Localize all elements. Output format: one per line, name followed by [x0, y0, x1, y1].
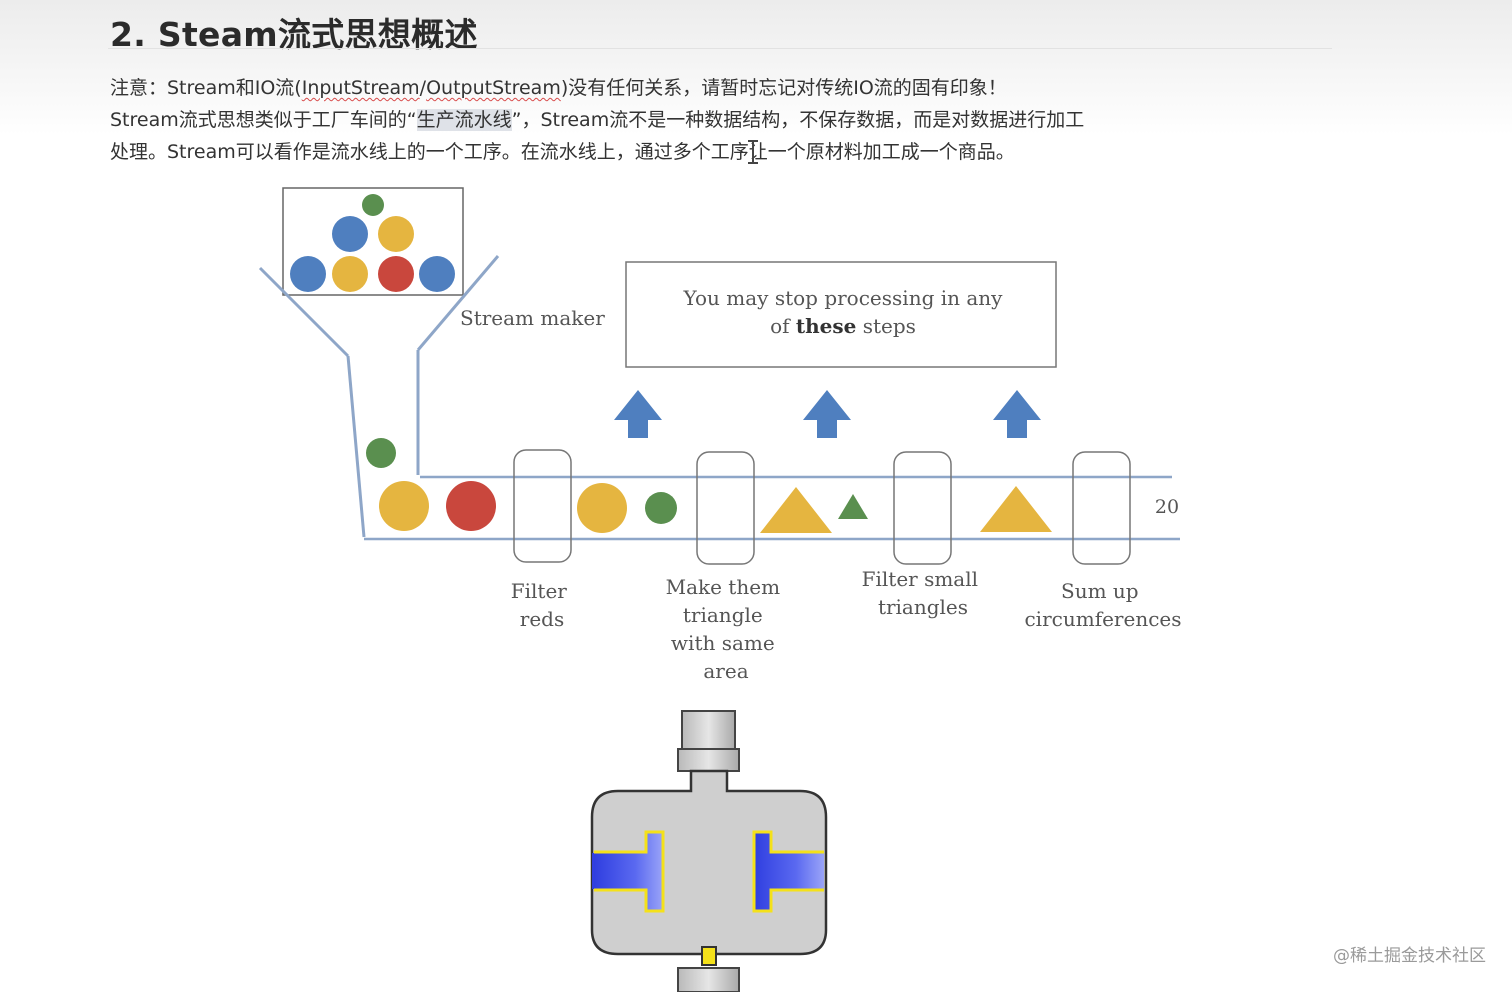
- red-ball: [378, 256, 414, 292]
- conveyor-belt: [364, 475, 1180, 541]
- filter-station: [513, 449, 572, 563]
- green-ball: [362, 194, 384, 216]
- red-ball: [446, 481, 496, 531]
- step-label-filter-small: Filter small triangles: [862, 567, 985, 619]
- blue-ball: [419, 256, 455, 292]
- paragraph-line-3: 处理。Stream可以看作是流水线上的一个工序。在流水线上，通过多个工序让一个原…: [110, 141, 1015, 163]
- yellow-triangle: [980, 486, 1052, 532]
- spellcheck-word-outputstream[interactable]: OutputStream: [426, 77, 561, 99]
- toolbar-fade-overlay: [0, 0, 1512, 135]
- yellow-triangle: [760, 487, 832, 533]
- up-arrows: [614, 390, 1041, 438]
- step-label-filter-reds: Filter reds: [511, 579, 573, 631]
- blue-ball: [332, 216, 368, 252]
- site-watermark: @稀土掘金技术社区: [1333, 946, 1486, 966]
- valve-illustration: [590, 710, 828, 992]
- result-value: 20: [1155, 496, 1179, 518]
- up-arrow-icon: [993, 390, 1041, 438]
- stream-maker-label: Stream maker: [460, 306, 605, 330]
- yellow-ball: [379, 481, 429, 531]
- step-label-sum-up: Sum up circumferences: [1024, 579, 1181, 631]
- up-arrow-icon: [614, 390, 662, 438]
- paragraph-line-2: Stream流式思想类似于工厂车间的“生产流水线”，Stream流不是一种数据结…: [110, 104, 1170, 136]
- hopper-box: [282, 187, 464, 296]
- line2-text-end: ”，Stream流不是一种数据结构，不保存数据，而是对数据进行加工: [511, 109, 1085, 131]
- note-line-1: You may stop processing in any: [683, 286, 1004, 310]
- step-label-make-triangle: Make them triangle with same area: [666, 575, 787, 683]
- note-line-2: of these steps: [770, 314, 916, 338]
- line1-slash: /: [419, 77, 427, 99]
- filter-station: [893, 451, 952, 565]
- line1-text-end: )没有任何关系，请暂时忘记对传统IO流的固有印象！: [560, 77, 1007, 99]
- note-box: [625, 261, 1057, 368]
- filter-station: [696, 451, 755, 565]
- yellow-ball: [378, 216, 414, 252]
- blue-ball: [290, 256, 326, 292]
- funnel: [258, 255, 500, 538]
- yellow-ball: [577, 483, 627, 533]
- heading-divider: [108, 48, 1332, 49]
- paragraph-line-1: 注意：Stream和IO流(InputStream/OutputStream)没…: [110, 72, 1170, 104]
- filter-stations: [513, 449, 1131, 565]
- section-heading: 2. Steam流式思想概述: [110, 15, 478, 54]
- selected-text-highlight[interactable]: 生产流水线: [416, 109, 512, 131]
- spellcheck-word-inputstream[interactable]: InputStream: [301, 77, 420, 99]
- intro-paragraph[interactable]: 注意：Stream和IO流(InputStream/OutputStream)没…: [110, 72, 1170, 168]
- line1-text-start: 注意：Stream和IO流(: [110, 77, 302, 99]
- text-cursor-ibeam: [748, 140, 758, 164]
- filter-station: [1072, 451, 1131, 565]
- green-ball: [366, 438, 396, 468]
- green-ball: [645, 492, 677, 524]
- up-arrow-icon: [803, 390, 851, 438]
- green-triangle: [838, 494, 868, 519]
- line2-text-start: Stream流式思想类似于工厂车间的“: [110, 109, 417, 131]
- yellow-ball: [332, 256, 368, 292]
